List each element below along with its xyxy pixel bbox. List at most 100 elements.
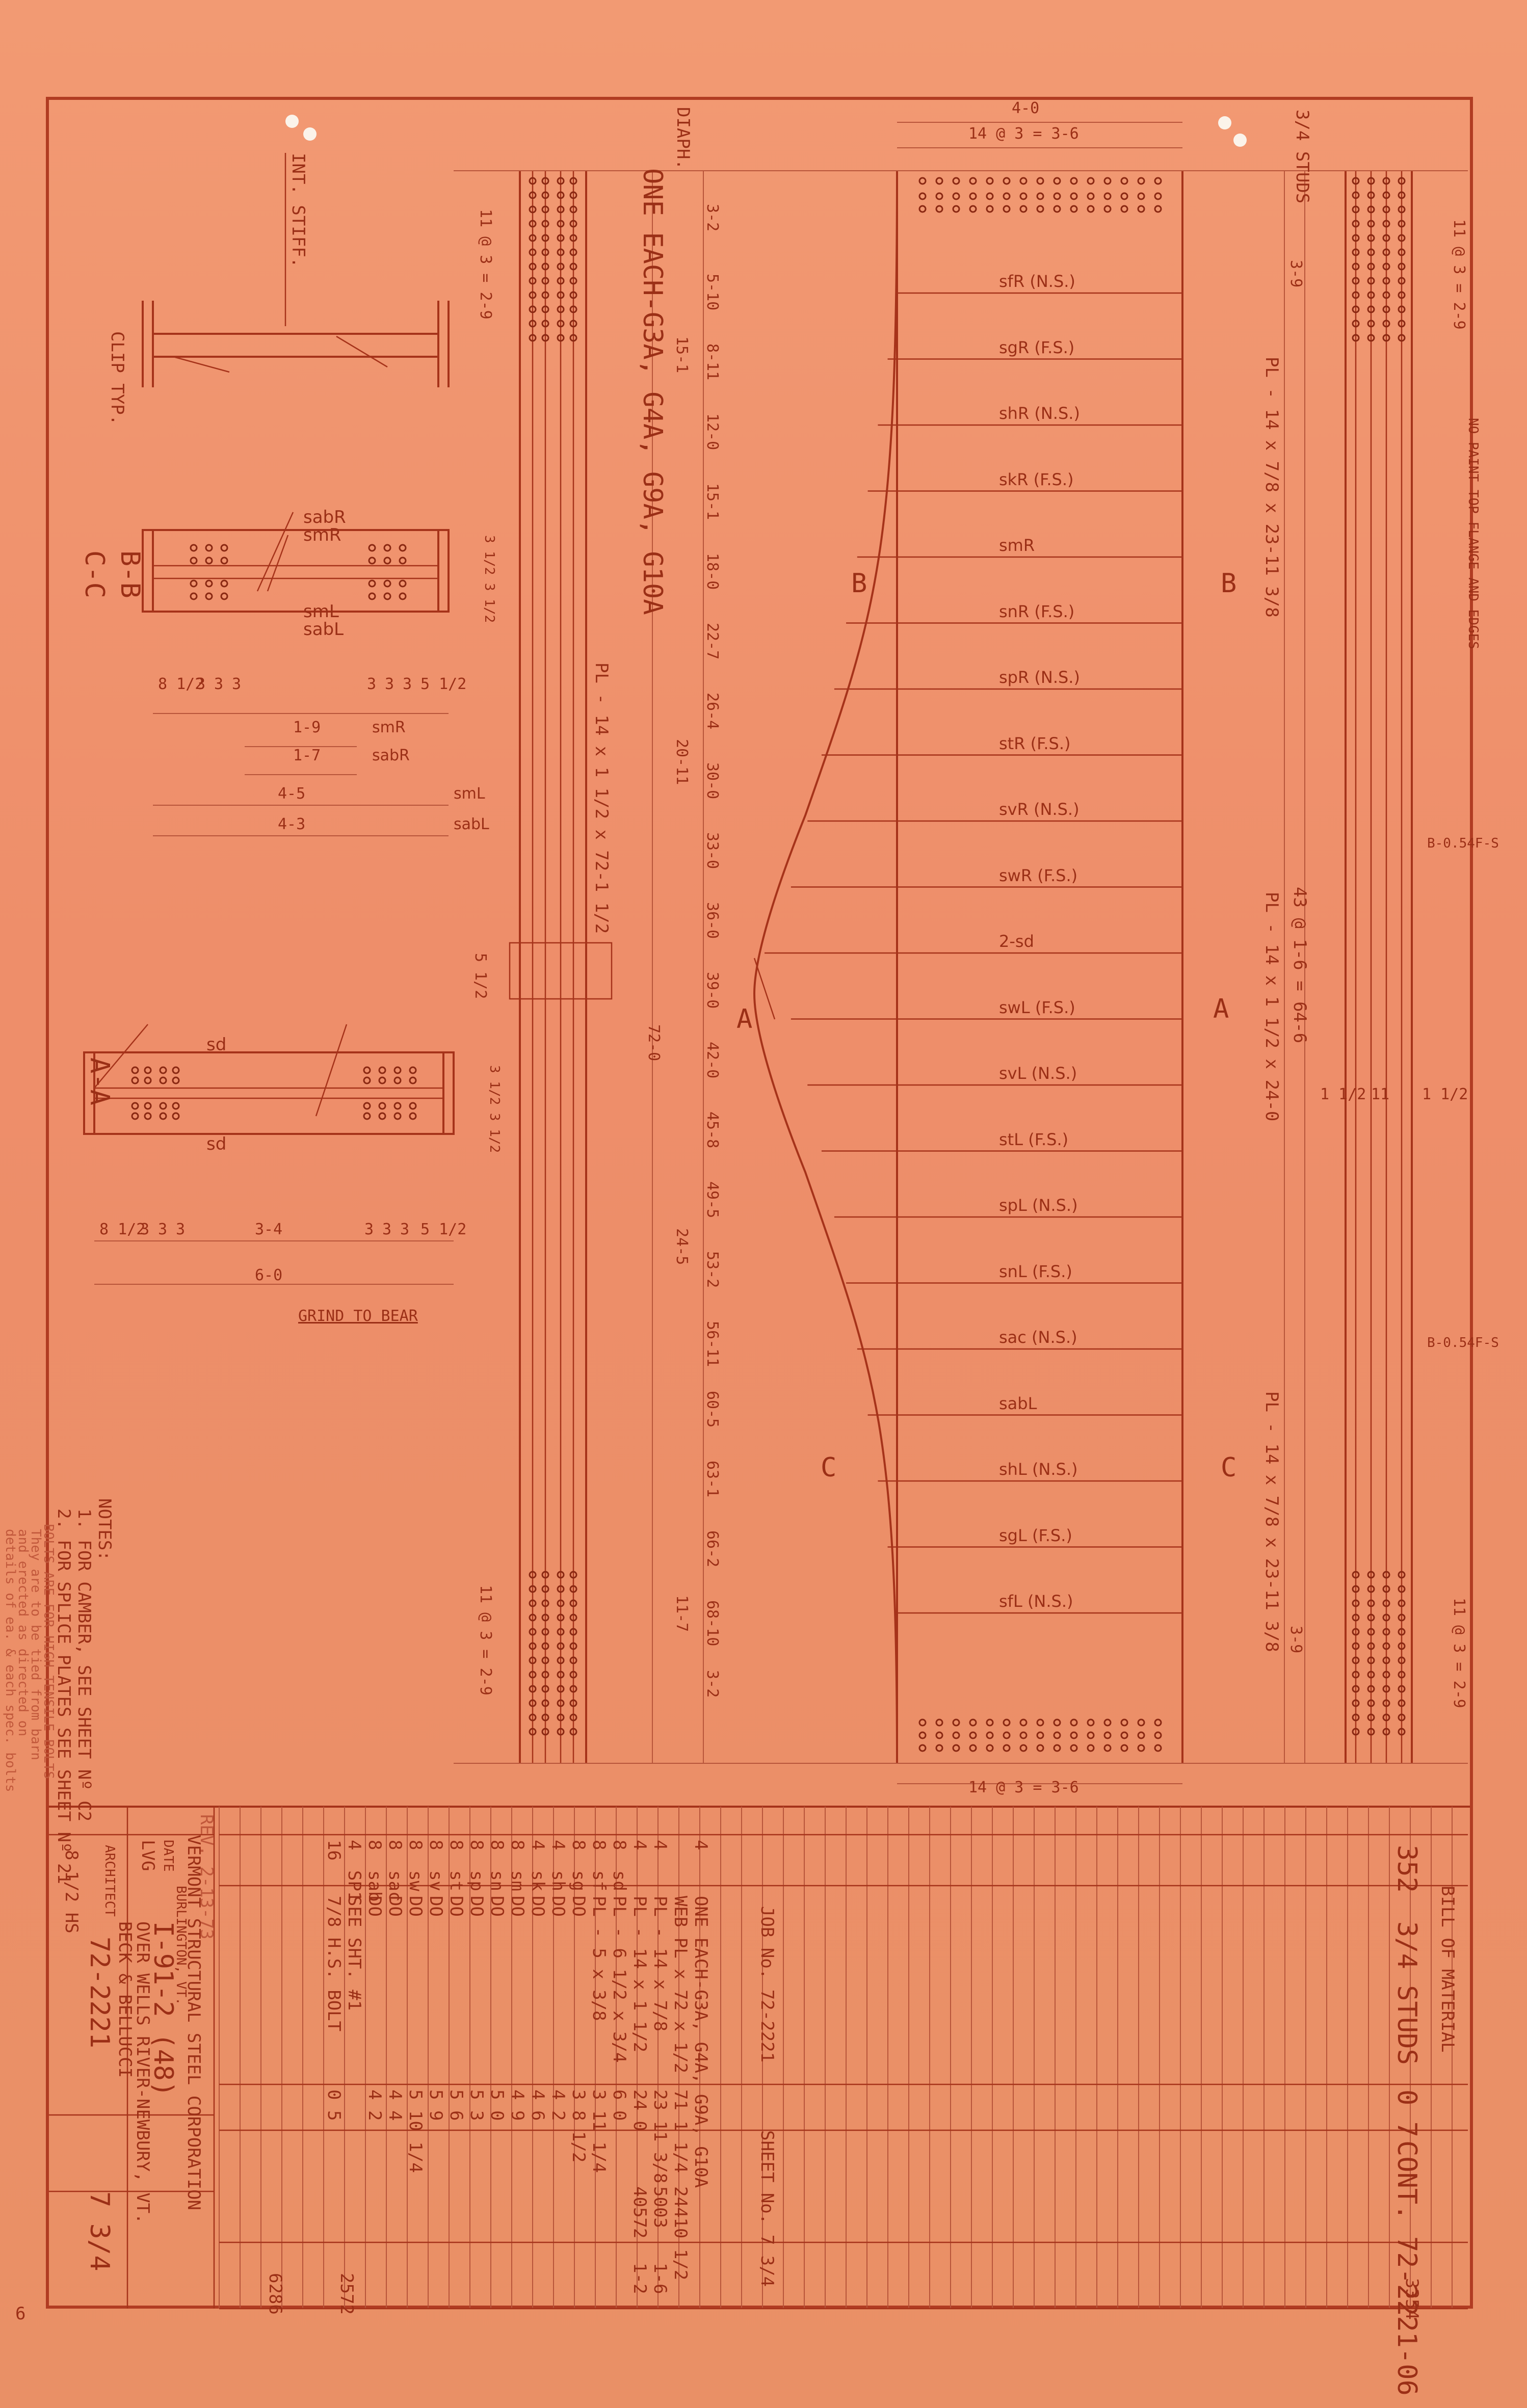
- bolt-hole: [569, 320, 577, 328]
- int-stiff-label: INT. STIFF.: [288, 153, 308, 268]
- studs-remark: CONT. 72-2221-06: [1391, 2140, 1422, 2396]
- stud-end-dim: 3-9: [1287, 260, 1305, 288]
- bolt-hole: [541, 205, 549, 214]
- bb-dim-label: sabR: [372, 747, 410, 764]
- bolt-hole: [529, 305, 537, 313]
- bolt-hole: [1352, 1613, 1360, 1622]
- bolt-hole: [1352, 1728, 1360, 1736]
- bolt-hole: [569, 177, 577, 185]
- bolt-hole: [1352, 262, 1360, 271]
- bolt-hole: [1367, 1671, 1375, 1679]
- stiffener-label: swR (F.S.): [999, 865, 1078, 885]
- bolt-hole: [986, 1731, 994, 1739]
- bolt-hole: [969, 1744, 977, 1752]
- bolt-hole: [557, 234, 565, 242]
- bolt-hole: [409, 1102, 417, 1110]
- bolt-hole: [1352, 220, 1360, 228]
- bolt-hole: [1382, 220, 1390, 228]
- bolt-hole: [918, 177, 927, 185]
- bolt-hole: [1137, 177, 1145, 185]
- bolt-hole: [1367, 1585, 1375, 1593]
- bolt-hole: [190, 592, 198, 600]
- bolt-hole: [1070, 177, 1078, 185]
- bill-pieces: 8: [466, 1840, 487, 1850]
- bill-desc: DO: [385, 1896, 405, 1917]
- diaph-label: DIAPH.: [673, 107, 693, 170]
- bolt-hole: [1019, 192, 1028, 200]
- bolt-hole: [1398, 305, 1406, 313]
- cut-c-label: C: [1221, 1452, 1237, 1483]
- bolt-hole: [383, 579, 391, 588]
- bill-mark: sv: [426, 1870, 446, 1891]
- bolt-hole: [935, 177, 943, 185]
- clip-typ-label: CLIP TYP.: [107, 331, 127, 426]
- bolt-hole: [569, 277, 577, 285]
- bolt-hole: [1137, 1718, 1145, 1727]
- bolt-hole: [969, 1731, 977, 1739]
- bolt-hole: [1367, 305, 1375, 313]
- bolt-hole: [569, 234, 577, 242]
- bolt-hole: [1352, 1656, 1360, 1664]
- bolt-hole: [557, 320, 565, 328]
- section-cc-label: C-C: [79, 550, 110, 598]
- bolt-hole: [541, 1585, 549, 1593]
- bolt-hole: [1367, 334, 1375, 342]
- bolt-hole: [1352, 1713, 1360, 1722]
- bolt-hole: [569, 220, 577, 228]
- aa-dim: 3: [400, 1221, 410, 1238]
- bill-length: 6 0: [609, 2089, 629, 2121]
- stiffener-label: spL (N.S.): [999, 1196, 1078, 1215]
- bb-dim: 1-7: [293, 747, 321, 764]
- bill-mark: sh: [548, 1870, 568, 1891]
- bolt-hole: [131, 1112, 139, 1120]
- bill-pieces: 4: [629, 1840, 650, 1850]
- bolt-hole: [1003, 1731, 1011, 1739]
- bolt-hole: [1382, 305, 1390, 313]
- bolt-hole: [1352, 234, 1360, 242]
- bolt-hole: [1398, 234, 1406, 242]
- bolt-hole: [569, 1599, 577, 1607]
- stiffener-label: sfR (N.S.): [999, 272, 1075, 291]
- project-location: OVER WELLS RIVER-NEWBURY, VT.: [133, 1921, 153, 2224]
- sd-label: sd: [206, 1035, 227, 1055]
- bolt-hole: [529, 220, 537, 228]
- bolt-hole: [569, 1699, 577, 1707]
- bolt-hole: [569, 1642, 577, 1650]
- end-holes-dim: 11 @ 3 = 2-9: [1450, 1598, 1468, 1708]
- revision-note: REV. 2-13-73: [196, 1814, 217, 1940]
- bolt-hole: [529, 1642, 537, 1650]
- bolt-hole: [1382, 191, 1390, 199]
- bolt-hole: [1367, 1642, 1375, 1650]
- bolt-hole: [952, 1718, 960, 1727]
- bolt-hole: [172, 1076, 180, 1084]
- bolt-hole: [1382, 1613, 1390, 1622]
- bolt-hole: [569, 305, 577, 313]
- bolt-hole: [986, 1744, 994, 1752]
- stiffener-label: skR (F.S.): [999, 469, 1074, 489]
- bill-length: 5 3: [466, 2089, 487, 2121]
- bolt-hole: [172, 1066, 180, 1074]
- flange-bot-label: PL - 14 x 7/8 x 23-11 3/8: [1261, 1391, 1282, 1652]
- bolt-hole: [368, 579, 376, 588]
- bill-pieces: 4: [344, 1840, 364, 1850]
- bolt-hole: [393, 1066, 402, 1074]
- bolt-hole: [409, 1066, 417, 1074]
- bolt-hole: [969, 192, 977, 200]
- aa-dim: 5 1/2: [420, 1221, 467, 1238]
- bolt-hole: [1087, 1731, 1095, 1739]
- sd-label: sd: [206, 1134, 227, 1154]
- sab-l-label: sabL: [303, 619, 344, 640]
- bolt-hole: [1154, 192, 1162, 200]
- bolt-hole: [399, 579, 407, 588]
- bolt-hole: [144, 1076, 152, 1084]
- bolt-hole: [1154, 177, 1162, 185]
- bolt-hole: [529, 1571, 537, 1579]
- bolt-hole: [1352, 277, 1360, 285]
- bill-length: 5 10 1/4: [405, 2089, 426, 2173]
- bolt-hole: [569, 1671, 577, 1679]
- bill-desc: DO: [446, 1896, 466, 1917]
- bolt-hole: [557, 277, 565, 285]
- bolt-hole: [557, 1671, 565, 1679]
- bolt-hole: [1137, 1744, 1145, 1752]
